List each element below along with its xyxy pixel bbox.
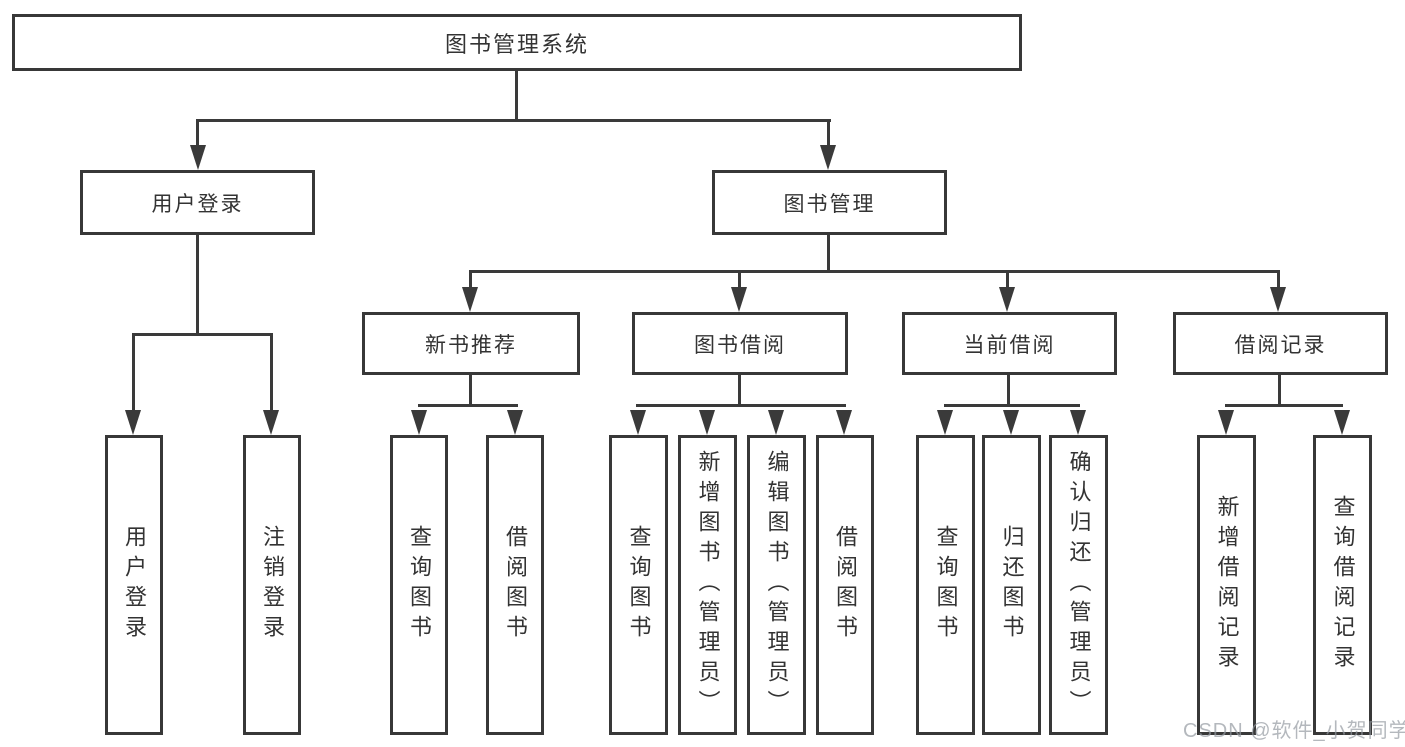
leaf-logout: 注销登录 [243,435,301,735]
connector-arrowhead-icon [699,410,715,435]
csdn-watermark: CSDN @软件_小贺同学 [1183,720,1405,742]
connector-arrowhead-icon [836,410,852,435]
connector-arrowhead-icon [462,287,478,312]
leaf-nbr-query-books: 查询图书 [390,435,448,735]
leaf-cb-confirm-return: 确认归还（管理员） [1049,435,1108,735]
connector-arrowhead-icon [411,410,427,435]
connector-line [738,270,741,290]
connector-arrowhead-icon [999,287,1015,312]
connector-line [738,375,741,407]
connector-line [1277,270,1280,290]
connector-arrowhead-icon [1334,410,1350,435]
connector-line [1006,270,1009,290]
connector-arrowhead-icon [1270,287,1286,312]
leaf-cb-confirm-return-label: 确认归还（管理员） [1066,450,1092,720]
connector-line [1278,375,1281,407]
connector-arrowhead-icon [190,145,206,170]
leaf-bb-edit-books-label: 编辑图书（管理员） [764,450,790,720]
node-new-book-recommendation: 新书推荐 [362,312,580,375]
connector-line [469,375,472,407]
leaf-bb-edit-books: 编辑图书（管理员） [747,435,806,735]
node-book-management: 图书管理 [712,170,947,235]
connector-arrowhead-icon [263,410,279,435]
connector-line [515,70,518,122]
leaf-bb-add-books: 新增图书（管理员） [678,435,737,735]
connector-line [944,404,1080,407]
connector-line [196,235,199,335]
connector-line [469,270,1280,273]
leaf-bb-borrow-books-label: 借阅图书 [833,525,858,645]
node-borrowing-records: 借阅记录 [1173,312,1388,375]
leaf-bb-add-books-label: 新增图书（管理员） [695,450,721,720]
connector-line [636,404,846,407]
leaf-cb-query-books-label: 查询图书 [933,525,959,645]
leaf-br-add-record: 新增借阅记录 [1197,435,1256,735]
leaf-bb-query-books-label: 查询图书 [626,525,652,645]
node-root: 图书管理系统 [12,14,1022,71]
leaf-logout-label: 注销登录 [260,525,285,645]
leaf-bb-query-books: 查询图书 [609,435,668,735]
connector-line [196,119,199,149]
connector-line [827,119,830,149]
leaf-br-query-record-label: 查询借阅记录 [1330,495,1356,675]
connector-arrowhead-icon [1003,410,1019,435]
connector-arrowhead-icon [820,145,836,170]
connector-arrowhead-icon [937,410,953,435]
connector-line [827,235,830,273]
connector-arrowhead-icon [731,287,747,312]
node-current-borrowing: 当前借阅 [902,312,1117,375]
leaf-bb-borrow-books: 借阅图书 [816,435,874,735]
leaf-nbr-borrow-books-label: 借阅图书 [503,525,528,645]
connector-arrowhead-icon [768,410,784,435]
connector-line [1007,375,1010,407]
leaf-cb-return-books-label: 归还图书 [999,525,1025,645]
connector-line [1225,404,1343,407]
connector-line [469,270,472,290]
connector-arrowhead-icon [1218,410,1234,435]
node-user-login: 用户登录 [80,170,315,235]
connector-line [270,333,273,411]
node-book-borrowing: 图书借阅 [632,312,848,375]
connector-line [132,333,135,411]
connector-arrowhead-icon [125,410,141,435]
leaf-br-query-record: 查询借阅记录 [1313,435,1372,735]
leaf-nbr-query-books-label: 查询图书 [407,525,432,645]
leaf-br-add-record-label: 新增借阅记录 [1214,495,1240,675]
leaf-cb-query-books: 查询图书 [916,435,975,735]
connector-line [418,404,518,407]
leaf-user-login: 用户登录 [105,435,163,735]
leaf-nbr-borrow-books: 借阅图书 [486,435,544,735]
connector-arrowhead-icon [630,410,646,435]
leaf-user-login-label: 用户登录 [122,525,147,645]
connector-line [132,333,273,336]
connector-arrowhead-icon [1070,410,1086,435]
connector-line [196,119,831,122]
connector-arrowhead-icon [507,410,523,435]
leaf-cb-return-books: 归还图书 [982,435,1041,735]
